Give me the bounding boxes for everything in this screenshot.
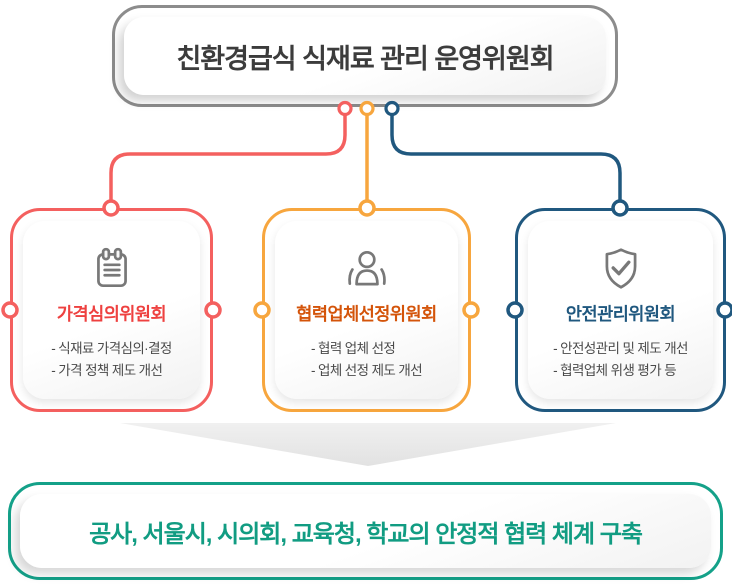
bullet-item: - 가격 정책 제도 개선 <box>51 363 163 379</box>
people-icon <box>347 250 386 286</box>
committee-card-partner-selection: 협력업체선정위원회 - 협력 업체 선정 - 업체 선정 제도 개선 <box>262 208 471 412</box>
main-committee-box: 친환경급식 식재료 관리 운영위원회 <box>112 5 618 107</box>
conclusion-box: 공사, 서울시, 시의회, 교육청, 학교의 안정적 협력 체계 구축 <box>8 482 723 580</box>
committee-card-inner: 협력업체선정위원회 - 협력 업체 선정 - 업체 선정 제도 개선 <box>275 221 458 399</box>
conclusion-box-inner: 공사, 서울시, 시의회, 교육청, 학교의 안정적 협력 체계 구축 <box>20 494 711 568</box>
committee-bullets: - 식재료 가격심의·결정 - 가격 정책 제도 개선 <box>51 338 172 383</box>
committee-card-price-review: 가격심의위원회 - 식재료 가격심의·결정 - 가격 정책 제도 개선 <box>10 208 213 412</box>
bullet-item: - 업체 선정 제도 개선 <box>310 363 423 379</box>
bullet-item: - 협력 업체 선정 <box>310 341 396 356</box>
bullet-item: - 식재료 가격심의·결정 <box>51 341 172 356</box>
committee-bullets: - 협력 업체 선정 - 업체 선정 제도 개선 <box>310 338 423 383</box>
down-arrow <box>120 423 616 466</box>
connector-blue <box>390 112 622 201</box>
committee-card-inner: 가격심의위원회 - 식재료 가격심의·결정 - 가격 정책 제도 개선 <box>23 221 200 399</box>
bullet-item: - 협력업체 위생 평가 등 <box>553 363 677 379</box>
committee-title: 협력업체선정위원회 <box>296 304 437 324</box>
shield-check-icon <box>605 248 636 289</box>
main-committee-box-inner: 친환경급식 식재료 관리 운영위원회 <box>124 17 606 95</box>
committee-title: 가격심의위원회 <box>56 304 167 324</box>
bullet-item: - 안전성관리 및 제도 개선 <box>553 341 688 356</box>
committee-card-inner: 안전관리위원회 - 안전성관리 및 제도 개선 - 협력업체 위생 평가 등 <box>528 221 713 399</box>
connector-red <box>109 112 347 201</box>
committee-bullets: - 안전성관리 및 제도 개선 - 협력업체 위생 평가 등 <box>553 338 688 383</box>
clipboard-icon <box>96 247 127 288</box>
committee-card-safety-management: 안전관리위원회 - 안전성관리 및 제도 개선 - 협력업체 위생 평가 등 <box>515 208 726 412</box>
main-committee-title: 친환경급식 식재료 관리 운영위원회 <box>176 43 554 74</box>
committee-title: 안전관리위원회 <box>565 304 676 324</box>
conclusion-title: 공사, 서울시, 시의회, 교육청, 학교의 안정적 협력 체계 구축 <box>89 520 643 548</box>
